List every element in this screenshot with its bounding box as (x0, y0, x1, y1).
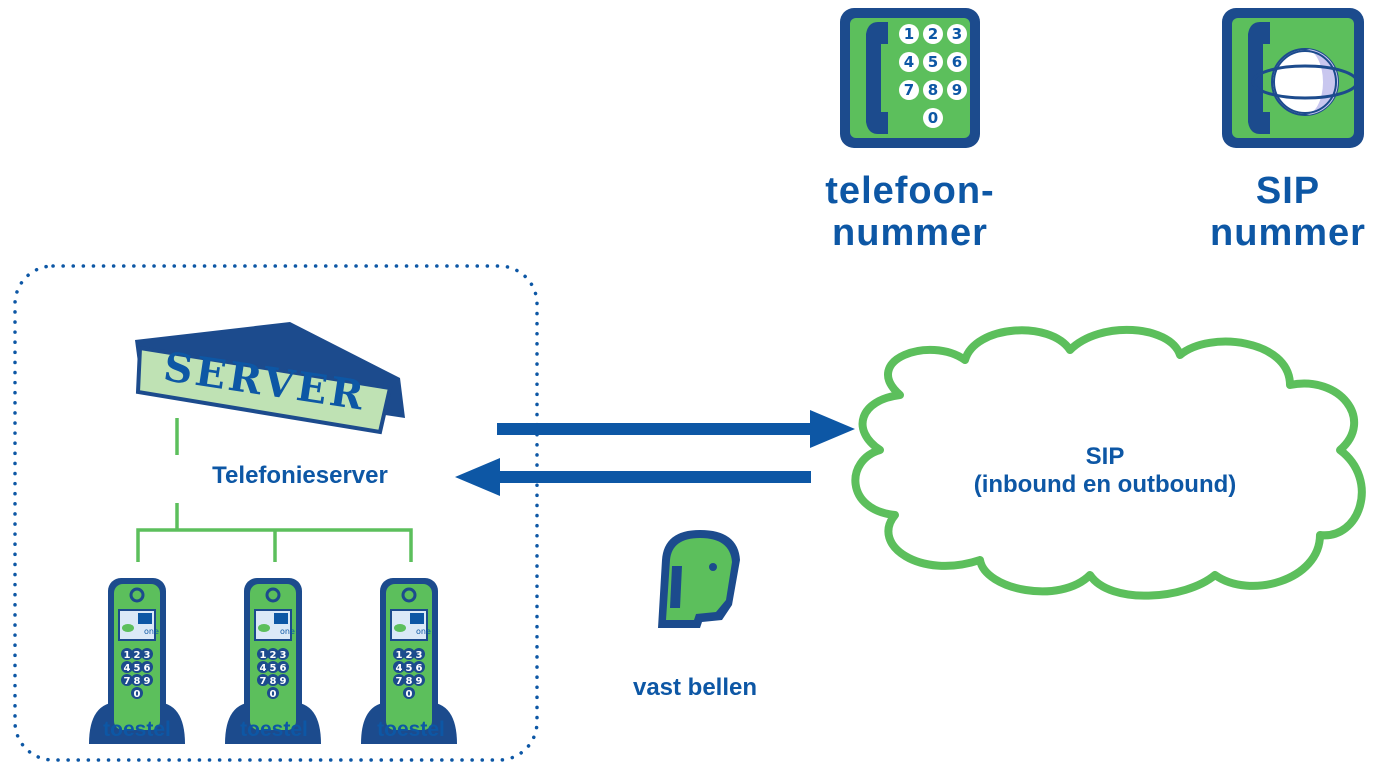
outbound-arrow (497, 410, 855, 448)
phone-number-label: telefoon- nummer (790, 170, 1030, 254)
svg-text:3: 3 (952, 25, 962, 43)
device-label-3: toestel (377, 718, 445, 741)
inbound-arrow (455, 458, 811, 496)
phone-number-line-1: telefoon- (825, 170, 995, 212)
sip-number-line-1: SIP (1255, 170, 1321, 212)
site-boundary (13, 264, 539, 762)
server-connection-lines (136, 418, 413, 562)
sip-cloud-line-1: SIP (1085, 443, 1125, 470)
svg-text:8: 8 (928, 81, 938, 99)
sip-number-label: SIP nummer (1198, 170, 1377, 254)
sip-number-line-2: nummer (1210, 212, 1366, 254)
caller-head-icon (658, 530, 740, 628)
phone-number-line-2: nummer (832, 212, 988, 254)
server-icon (135, 322, 405, 435)
svg-text:2: 2 (928, 25, 938, 43)
device-label-2: toestel (240, 718, 308, 741)
telephony-server-label: Telefonieserver (212, 462, 388, 489)
device-label-1: toestel (103, 718, 171, 741)
sip-cloud-label: SIP (inbound en outbound) (920, 443, 1290, 499)
svg-text:6: 6 (952, 53, 962, 71)
svg-text:4: 4 (904, 53, 914, 71)
sip-cloud-line-2: (inbound en outbound) (973, 471, 1237, 498)
svg-text:9: 9 (952, 81, 962, 99)
svg-text:0: 0 (928, 109, 938, 127)
svg-text:1: 1 (904, 25, 914, 43)
sip-cloud (851, 325, 1366, 600)
phone-globe-icon (1222, 8, 1364, 148)
fixed-calling-label: vast bellen (632, 674, 758, 701)
svg-text:7: 7 (904, 81, 914, 99)
svg-text:5: 5 (928, 53, 938, 71)
